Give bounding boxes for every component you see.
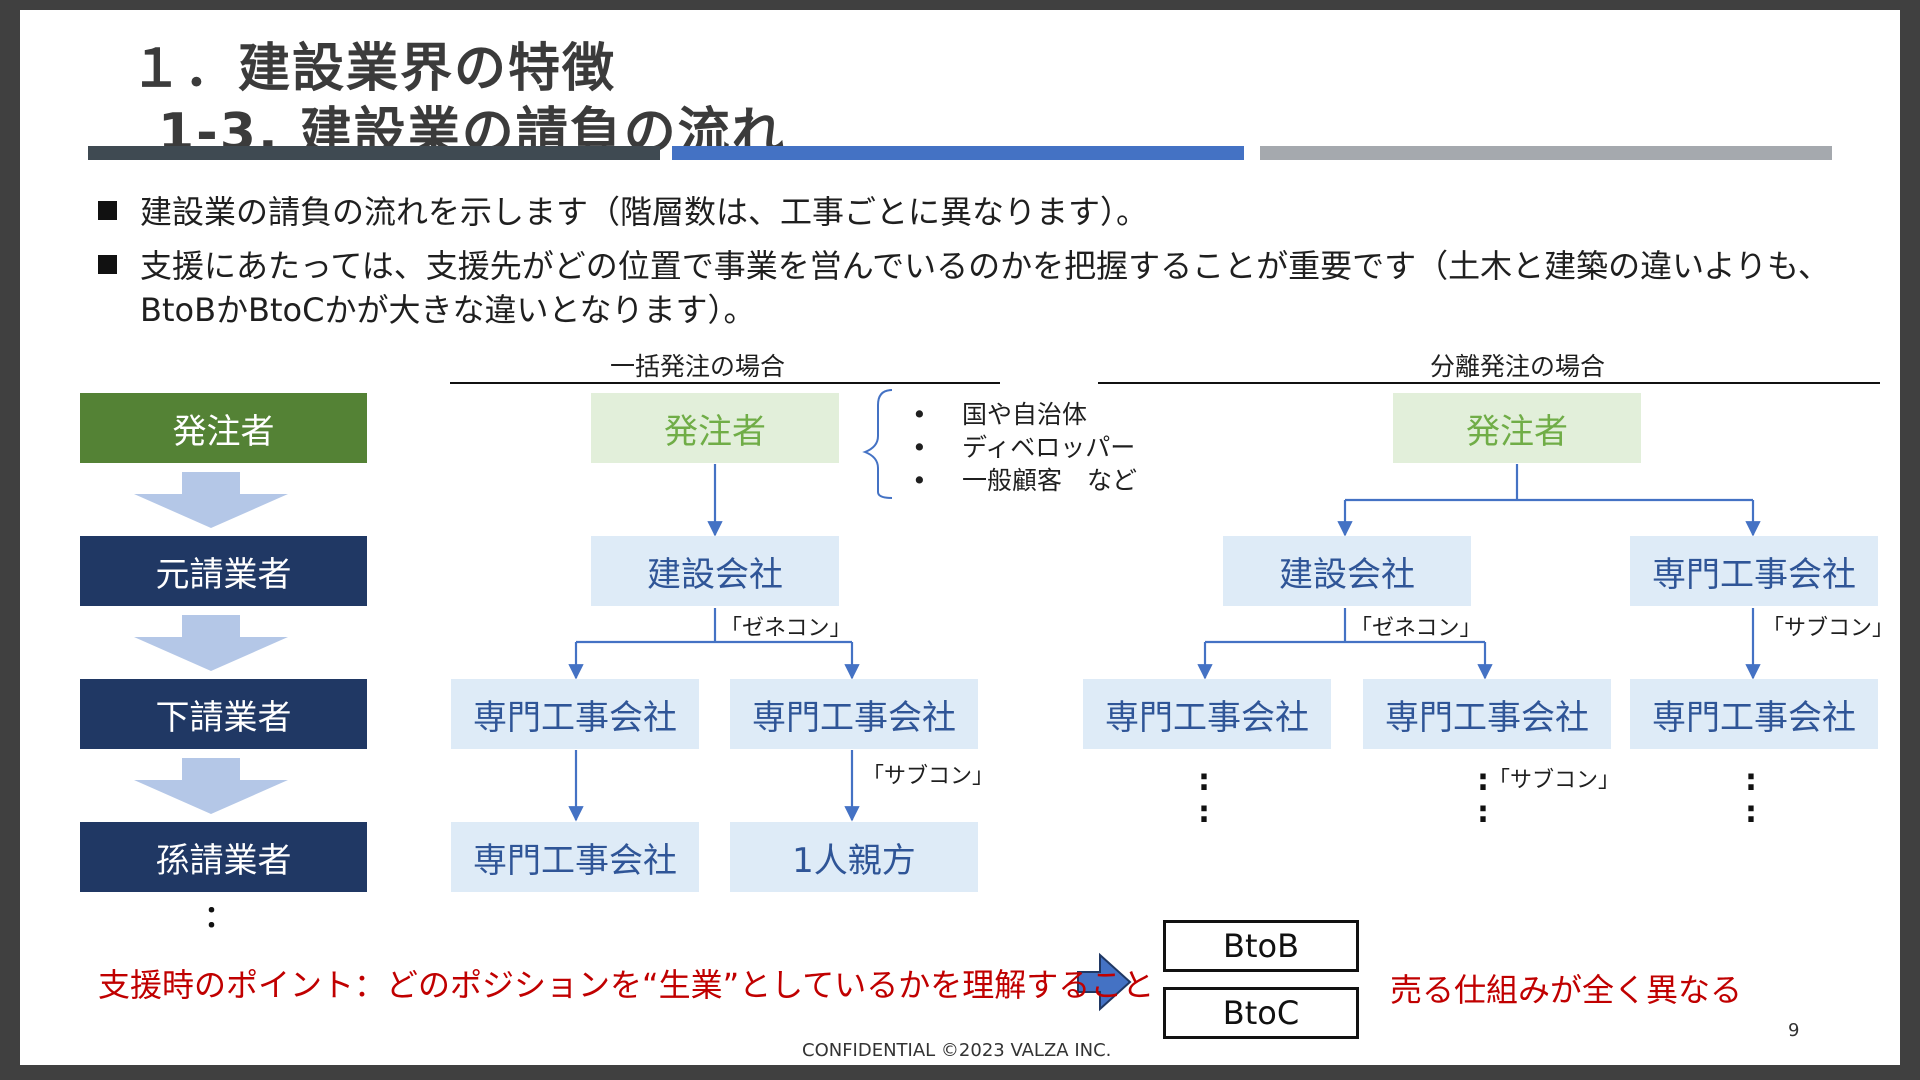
legend-continuation: ： [204,900,234,935]
slide: １．建設業界の特徴 1-3. 建設業の請負の流れ 建設業の請負の流れを示します（… [20,10,1900,1065]
right-arrow-icon [1077,952,1132,1012]
client-examples-list: 国や自治体 ディベロッパー 一般顧客 など [912,398,1137,497]
bullet-text: BtoBかBtoCかが大きな違いとなります）。 [140,291,756,329]
bullet-text: 支援にあたっては、支援先がどの位置で事業を営んでいるのかを把握することが重要です… [140,247,1830,285]
btob-box: BtoB [1163,920,1359,972]
client-example-item: ディベロッパー [912,431,1137,464]
down-arrow-icon [134,758,288,814]
page-number: 9 [1788,1020,1800,1041]
lump-sum-client-box: 発注者 [591,393,839,463]
lump-sum-sub-subcontractor-left: 専門工事会社 [451,822,699,892]
title-bar-dark [88,146,660,160]
separate-heading: 分離発注の場合 [1430,352,1606,381]
vertical-ellipsis-c: :: [1745,763,1757,830]
down-arrow-icon [134,615,288,671]
down-arrow-icon [134,472,288,528]
separate-subcon-label: 「サブコン」 [1762,616,1895,641]
client-examples-brace [862,389,893,499]
separate-subcontractor-c: 専門工事会社 [1630,679,1878,749]
separate-genecon-label: 「ゼネコン」 [1350,616,1482,641]
separate-subcontractor-b: 専門工事会社 [1363,679,1611,749]
vertical-ellipsis-b: :: [1477,763,1489,830]
separate-subcontractor-a: 専門工事会社 [1083,679,1331,749]
lump-sum-general-contractor-box: 建設会社 [591,536,839,606]
vertical-ellipsis-a: :: [1198,763,1210,830]
btoc-box: BtoC [1163,987,1359,1039]
support-point-text: 支援時のポイント：どのポジションを“生業”としているかを理解すること [98,966,1155,1004]
legend-subcontractor: 下請業者 [80,679,367,749]
separate-connectors [1197,464,1761,680]
slide-title: １．建設業界の特徴 [130,39,617,99]
lump-sum-connectors [568,464,860,822]
lump-sum-sole-proprietor: 1人親方 [730,822,978,892]
legend-sub-subcontractor: 孫請業者 [80,822,367,892]
bullet-text: 建設業の請負の流れを示します（階層数は、工事ごとに異なります）。 [140,193,1149,231]
legend-prime-contractor: 元請業者 [80,536,367,606]
title-bar-gray [1260,146,1832,160]
confidential-footer: CONFIDENTIAL ©2023 VALZA INC. [802,1040,1112,1061]
title-bar-blue [672,146,1244,160]
separate-subcon-label-2: 「サブコン」 [1488,768,1621,793]
result-text: 売る仕組みが全く異なる [1390,971,1743,1009]
legend-client: 発注者 [80,393,367,463]
lump-sum-heading: 一括発注の場合 [610,352,786,381]
legend-down-arrows [134,472,288,814]
bullet-square-icon [98,201,117,220]
separate-specialist-box: 専門工事会社 [1630,536,1878,606]
subcon-label: 「サブコン」 [862,764,995,789]
bullet-square-icon [98,255,117,274]
lump-sum-subcontractor-right: 専門工事会社 [730,679,978,749]
separate-general-contractor-box: 建設会社 [1223,536,1471,606]
connector-lines [134,382,1880,1012]
genecon-label: 「ゼネコン」 [720,616,852,641]
client-example-item: 国や自治体 [912,398,1137,431]
lump-sum-subcontractor-left: 専門工事会社 [451,679,699,749]
client-example-item: 一般顧客 など [912,464,1137,497]
separate-client-box: 発注者 [1393,393,1641,463]
